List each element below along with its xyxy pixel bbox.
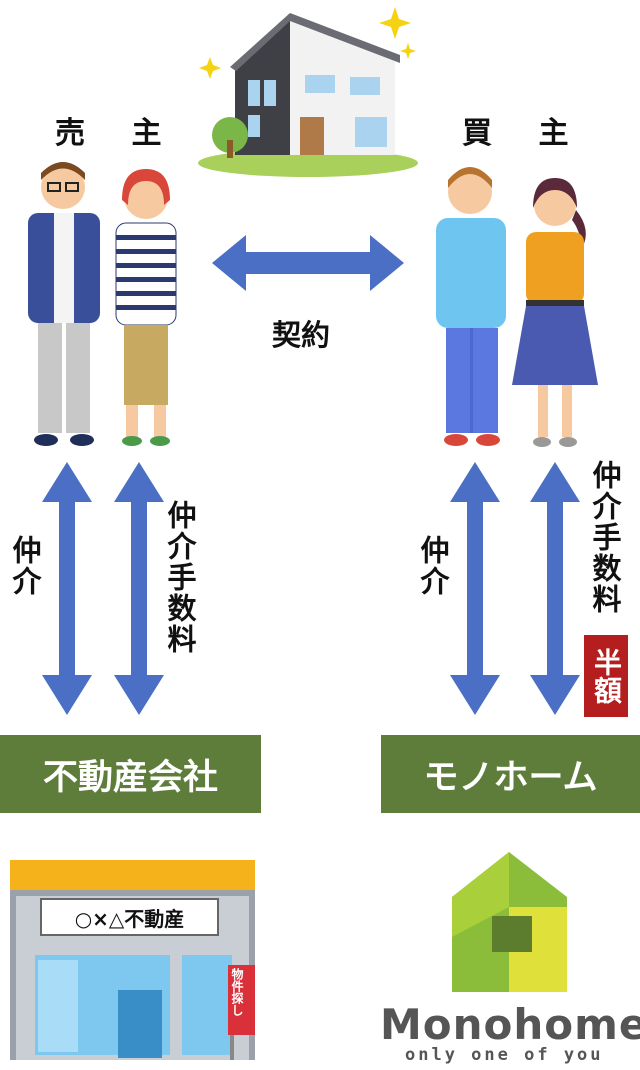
buyer-couple-illustration — [436, 167, 598, 447]
left-brokerage-arrow — [42, 462, 92, 715]
right-brokerage-arrow — [450, 462, 500, 715]
right-fee-label: 仲介手数料 — [588, 460, 622, 615]
monohome-logo-icon — [452, 852, 567, 992]
monohome-logo-tagline: only one of you — [405, 1045, 604, 1065]
real-estate-shop-illustration: ○×△不動産 物件探し — [10, 860, 255, 1060]
monohome-logo-name: Monohome — [380, 1000, 640, 1049]
right-brokerage-label: 仲介 — [416, 535, 450, 597]
shop-sign: ○×△不動産 — [40, 898, 219, 936]
real-estate-company-box: 不動産会社 — [0, 735, 261, 813]
left-brokerage-label: 仲介 — [8, 535, 42, 597]
seller-couple-illustration — [28, 162, 177, 446]
contract-double-arrow — [212, 235, 404, 291]
left-fee-label: 仲介手数料 — [163, 500, 197, 655]
left-fee-arrow — [114, 462, 164, 715]
monohome-box: モノホーム — [381, 735, 640, 813]
house-illustration — [198, 7, 418, 177]
right-fee-arrow — [530, 462, 580, 715]
seller-label: 売 主 — [55, 116, 180, 151]
buyer-label: 買 主 — [462, 116, 587, 151]
shop-sign-text: ○×△不動産 — [74, 906, 185, 931]
property-search-banner: 物件探し — [230, 968, 244, 1016]
contract-label: 契約 — [272, 318, 331, 352]
half-price-badge: 半額 — [584, 635, 628, 717]
